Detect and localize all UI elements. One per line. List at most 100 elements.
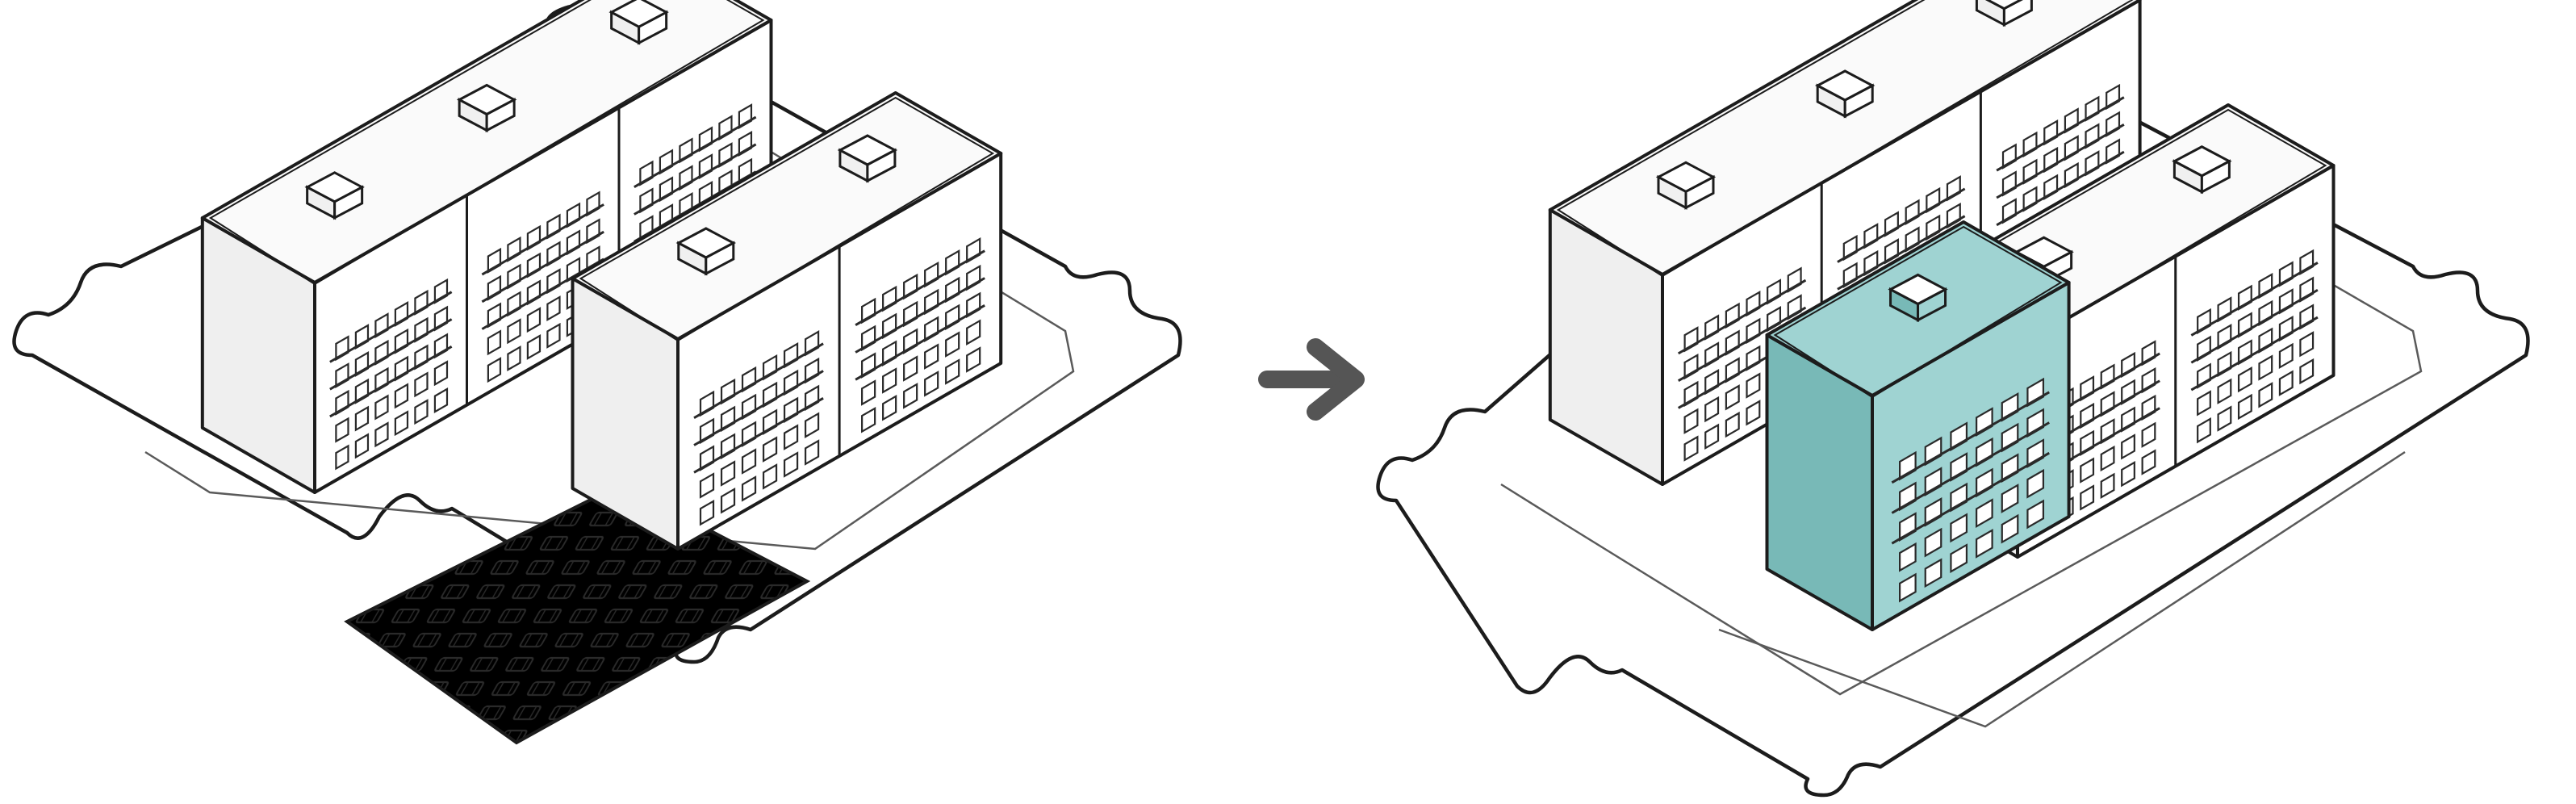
balcony-rail	[2190, 288, 2319, 364]
window	[720, 460, 736, 487]
rooftop-unit	[837, 134, 898, 183]
window	[374, 421, 389, 448]
balcony-rail	[1996, 96, 2125, 172]
window	[2237, 366, 2252, 393]
window	[354, 405, 370, 432]
rooftop-unit	[1888, 273, 1948, 322]
window	[433, 360, 449, 387]
window	[699, 472, 715, 499]
balcony-rail	[481, 203, 604, 276]
before-panel	[12, 0, 1182, 745]
window	[2278, 342, 2294, 370]
window	[2299, 331, 2315, 358]
after-panel	[1376, 0, 2530, 798]
window	[2141, 449, 2156, 475]
balcony-rail	[1891, 391, 2050, 484]
window	[804, 412, 820, 438]
window	[526, 333, 542, 360]
balcony-rail	[855, 304, 985, 381]
balcony-rail	[693, 342, 824, 420]
window	[1924, 558, 1942, 588]
window	[741, 448, 757, 475]
sidewalk-inner-line	[144, 103, 1075, 551]
window	[903, 383, 918, 409]
window	[2258, 354, 2273, 381]
roof-parapet	[1773, 225, 2063, 399]
balcony-rail	[1837, 215, 1966, 291]
window	[335, 417, 349, 443]
window	[783, 424, 799, 450]
window	[804, 439, 820, 466]
window	[507, 318, 521, 345]
rooftop-unit	[1655, 161, 1717, 210]
window	[507, 345, 521, 372]
balcony-rail	[634, 143, 757, 216]
balcony-rail	[2190, 316, 2319, 392]
window	[2121, 461, 2135, 488]
window	[2080, 457, 2095, 484]
window	[354, 433, 370, 459]
window	[720, 488, 736, 514]
balcony-rail	[693, 396, 824, 474]
window	[1725, 384, 1740, 411]
balcony-rail	[1996, 150, 2125, 227]
balcony-rail	[693, 370, 824, 446]
window	[1746, 400, 1761, 426]
sidewalk-inner-line	[1718, 450, 2406, 728]
rooftop-unit	[456, 83, 517, 132]
window	[2001, 484, 2019, 513]
balcony-rail	[1837, 187, 1966, 263]
window	[966, 319, 981, 345]
window	[487, 357, 502, 383]
window	[2026, 468, 2045, 499]
rooftop-unit	[608, 0, 669, 45]
window	[1950, 543, 1968, 573]
window	[433, 387, 449, 414]
window	[945, 331, 960, 358]
roof-parapet	[579, 96, 995, 342]
window	[2100, 472, 2115, 499]
balcony-rail	[855, 249, 985, 327]
roof-parapet	[1556, 0, 2134, 278]
window	[945, 358, 960, 385]
window	[924, 343, 939, 370]
window	[1976, 498, 1993, 529]
window	[394, 383, 409, 409]
window	[1924, 527, 1942, 558]
window	[882, 395, 897, 421]
window	[966, 346, 981, 373]
arrow-right-icon	[1258, 338, 1365, 421]
window	[2080, 484, 2095, 511]
window	[1976, 528, 1993, 559]
window	[762, 436, 778, 463]
window	[903, 355, 918, 382]
window	[526, 307, 542, 333]
window	[2217, 378, 2232, 404]
balcony-rail	[2190, 262, 2319, 337]
window	[2258, 382, 2273, 408]
parking-lot	[344, 482, 811, 745]
balcony-rail	[1996, 124, 2125, 199]
window	[394, 410, 409, 437]
window	[374, 394, 389, 421]
window	[762, 463, 778, 490]
window	[2197, 390, 2211, 417]
sidewalk-inner-line	[1500, 119, 2423, 696]
window	[1746, 372, 1761, 399]
balcony-rail	[1677, 278, 1807, 355]
window	[546, 322, 561, 349]
rooftop-unit	[304, 171, 365, 220]
window	[2141, 421, 2156, 448]
window	[2299, 358, 2315, 385]
window	[2237, 393, 2252, 421]
window	[1704, 423, 1720, 450]
window	[783, 451, 799, 478]
window	[414, 399, 429, 425]
balcony-rail	[1891, 421, 2050, 514]
window	[1704, 396, 1720, 423]
balcony-rail	[1891, 451, 2050, 545]
window	[2001, 513, 2019, 544]
window	[2197, 417, 2211, 444]
